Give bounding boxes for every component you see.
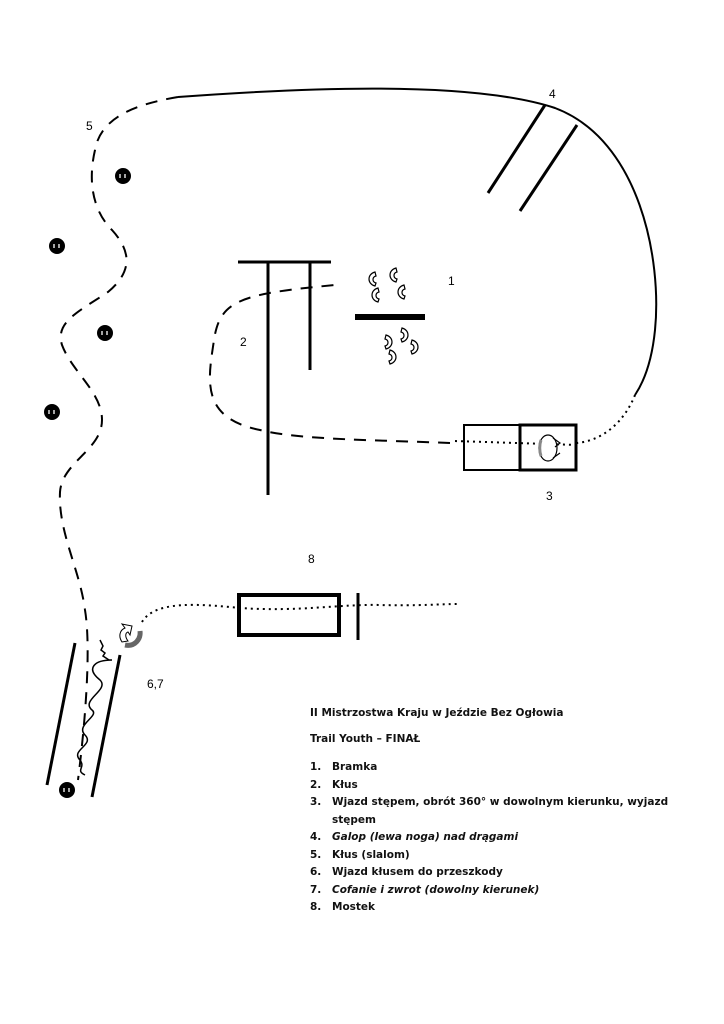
cone-icon	[59, 782, 75, 798]
backup-chute-obstacle	[45, 623, 143, 798]
rotate-360-icon	[538, 434, 561, 462]
label-obstacle-4: 4	[549, 87, 556, 101]
item-number: 2.	[310, 778, 322, 791]
label-obstacle-8: 8	[308, 552, 315, 566]
list-item: 1. Bramka	[310, 759, 690, 777]
route-trot	[208, 284, 451, 444]
cone-icon	[97, 325, 113, 341]
turn-arrow-icon	[119, 623, 143, 648]
trot-poles-obstacle	[238, 260, 331, 495]
list-item: 2. Kłus	[310, 777, 690, 795]
item-text: Kłus	[332, 778, 358, 791]
item-text: Kłus (slalom)	[332, 848, 410, 861]
label-obstacle-5: 5	[86, 119, 93, 133]
label-obstacle-1: 1	[448, 274, 455, 288]
item-text: Galop (lewa noga) nad drągami	[332, 831, 519, 843]
route-walk-dotted	[576, 394, 636, 444]
cone-icon	[44, 404, 60, 420]
box-obstacle	[463, 423, 578, 472]
label-obstacle-3: 3	[546, 489, 553, 503]
item-number: 8.	[310, 901, 322, 913]
legend-subtitle: Trail Youth – FINAŁ	[310, 733, 421, 745]
list-item: 5. Kłus (slalom)	[310, 847, 690, 865]
list-item: 4. Galop (lewa noga) nad drągami	[310, 829, 690, 847]
cone-icon	[49, 238, 65, 254]
flower-decor-icon	[368, 267, 419, 365]
obstacle-list: 1. Bramka 2. Kłus 3. Wjazd stępem, obrót 36…	[310, 759, 690, 917]
list-item: 6. Wjazd kłusem do przeszkody	[310, 864, 690, 882]
item-number: 3.	[310, 796, 322, 808]
item-number: 7.	[310, 883, 322, 896]
cone-icon	[115, 168, 131, 184]
legend-title: II Mistrzostwa Kraju w Jeździe Bez Ogłow…	[310, 707, 564, 719]
item-text: Bramka	[332, 761, 378, 773]
item-text: Wjazd kłusem do przeszkody	[332, 866, 503, 878]
list-item: 8. Mostek	[310, 899, 690, 917]
item-text: Mostek	[332, 901, 376, 913]
cones	[44, 168, 131, 798]
route-walk-box	[454, 440, 578, 446]
list-item: 3. Wjazd stępem, obrót 360° w dowolnym ki…	[310, 794, 690, 829]
list-item: 7. Cofanie i zwrot (dowolny kierunek)	[310, 882, 690, 900]
route-trot-slalom	[58, 96, 179, 781]
gate-obstacle	[355, 267, 425, 365]
route-bridge	[141, 603, 459, 623]
item-number: 4.	[310, 831, 322, 843]
course-legend: II Mistrzostwa Kraju w Jeździe Bez Ogłow…	[310, 707, 690, 917]
item-text: Wjazd stępem, obrót 360° w dowolnym kier…	[332, 796, 669, 826]
item-number: 6.	[310, 866, 322, 878]
canter-poles-obstacle	[486, 104, 579, 212]
route-gallop	[177, 87, 658, 396]
item-number: 1.	[310, 761, 322, 773]
bridge-obstacle	[237, 593, 360, 640]
label-obstacle-6-7: 6,7	[147, 677, 164, 691]
item-text: Cofanie i zwrot (dowolny kierunek)	[332, 883, 540, 896]
item-number: 5.	[310, 848, 322, 861]
label-obstacle-2: 2	[240, 335, 247, 349]
